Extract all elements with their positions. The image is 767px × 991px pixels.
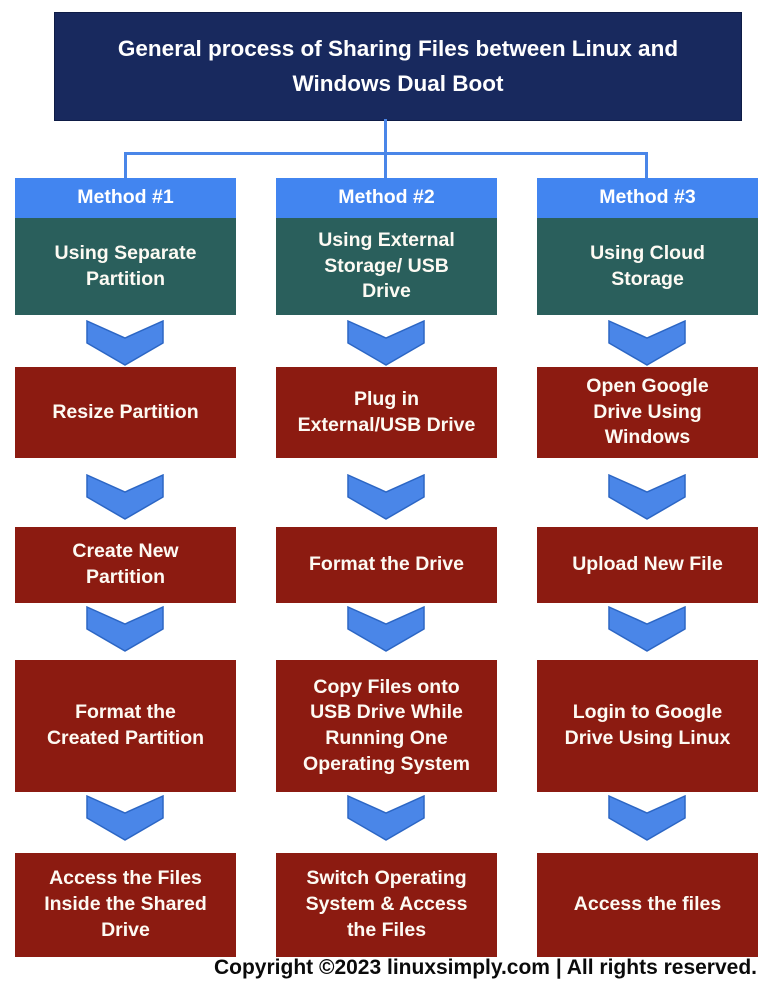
method-2-step-2: Format the Drive [276,527,497,603]
method-1-header: Method #1 [15,178,236,218]
copyright-text: Copyright ©2023 linuxsimply.com | All ri… [213,956,757,979]
chevron-down-icon [347,795,425,841]
method-1-step-3: Format the Created Partition [15,660,236,792]
method-1-step-4: Access the Files Inside the Shared Drive [15,853,236,957]
chevron-down-icon [86,606,164,652]
diagram-title: General process of Sharing Files between… [54,12,742,121]
chevron-down-icon [347,320,425,366]
connector-line-drop-2 [384,152,387,179]
chevron-down-icon [608,606,686,652]
method-2-header: Method #2 [276,178,497,218]
method-column-3: Method #3 Using Cloud Storage Open Googl… [537,0,758,991]
method-3-step-4: Access the files [537,853,758,957]
method-2-step-1: Plug in External/USB Drive [276,367,497,458]
method-2-step-3: Copy Files onto USB Drive While Running … [276,660,497,792]
method-1-step-2: Create New Partition [15,527,236,603]
chevron-down-icon [86,795,164,841]
method-3-step-2: Upload New File [537,527,758,603]
chevron-down-icon [608,795,686,841]
chevron-down-icon [86,474,164,520]
connector-line-vertical-root [384,119,387,154]
method-column-1: Method #1 Using Separate Partition Resiz… [15,0,236,991]
chevron-down-icon [608,474,686,520]
method-3-header: Method #3 [537,178,758,218]
method-1-approach: Using Separate Partition [15,218,236,315]
chevron-down-icon [86,320,164,366]
method-3-step-3: Login to Google Drive Using Linux [537,660,758,792]
chevron-down-icon [347,474,425,520]
connector-line-drop-1 [124,152,127,179]
method-column-2: Method #2 Using External Storage/ USB Dr… [276,0,497,991]
method-2-step-4: Switch Operating System & Access the Fil… [276,853,497,957]
chevron-down-icon [347,606,425,652]
method-3-step-1: Open Google Drive Using Windows [537,367,758,458]
chevron-down-icon [608,320,686,366]
method-3-approach: Using Cloud Storage [537,218,758,315]
method-2-approach: Using External Storage/ USB Drive [276,218,497,315]
connector-line-drop-3 [645,152,648,179]
method-1-step-1: Resize Partition [15,367,236,458]
